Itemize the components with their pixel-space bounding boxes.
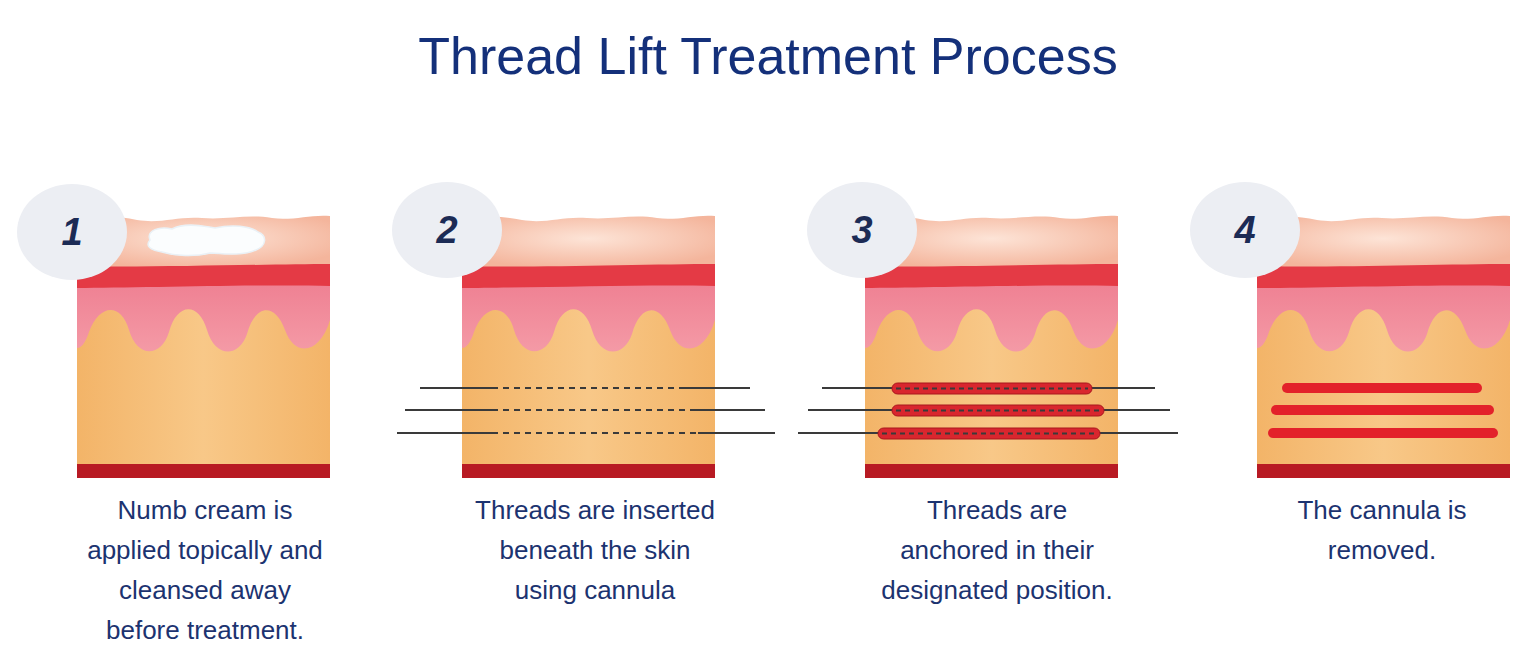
thread-line <box>397 432 492 434</box>
badge-ellipse <box>1190 182 1300 278</box>
placed-thread <box>1268 428 1498 438</box>
step-badge: 3 <box>807 182 917 278</box>
step-caption: Threads are inserted beneath the skin us… <box>468 490 723 610</box>
thread-dashed <box>492 432 698 434</box>
diagram-title: Thread Lift Treatment Process <box>0 26 1536 86</box>
badge-ellipse <box>807 182 917 278</box>
step-number: 1 <box>61 213 82 251</box>
thread-dashed <box>896 388 1088 390</box>
thread-line <box>690 409 765 411</box>
skin-block <box>462 216 715 478</box>
thread-dashed <box>882 433 1096 435</box>
thread-line <box>405 409 492 411</box>
step-number: 2 <box>436 211 457 249</box>
step-number: 3 <box>851 211 872 249</box>
step-caption: The cannula is removed. <box>1272 490 1492 570</box>
placed-thread <box>1271 405 1494 415</box>
thread-dashed <box>492 409 690 411</box>
numbing-cream <box>148 225 264 256</box>
thread-dashed <box>896 410 1100 412</box>
thread-group <box>397 388 775 433</box>
placed-thread <box>1282 383 1482 393</box>
thread-line <box>698 432 775 434</box>
step-badge: 1 <box>17 184 127 280</box>
anchored-thread-group <box>798 383 1178 439</box>
anchored-thread <box>892 405 1104 416</box>
anchored-thread <box>878 428 1100 439</box>
thread-line <box>420 387 492 389</box>
badge-ellipse <box>392 182 502 278</box>
step-number: 4 <box>1234 211 1255 249</box>
step-caption: Threads are anchored in their designated… <box>875 490 1120 610</box>
step-badge: 2 <box>392 182 502 278</box>
badge-ellipse <box>17 184 127 280</box>
anchored-thread <box>892 383 1092 394</box>
skin-block <box>1257 216 1510 478</box>
step-caption: Numb cream is applied topically and clea… <box>83 490 328 650</box>
thread-line <box>680 387 750 389</box>
step-badge: 4 <box>1190 182 1300 278</box>
placed-thread-group <box>1268 383 1498 438</box>
thread-dashed <box>492 387 680 389</box>
